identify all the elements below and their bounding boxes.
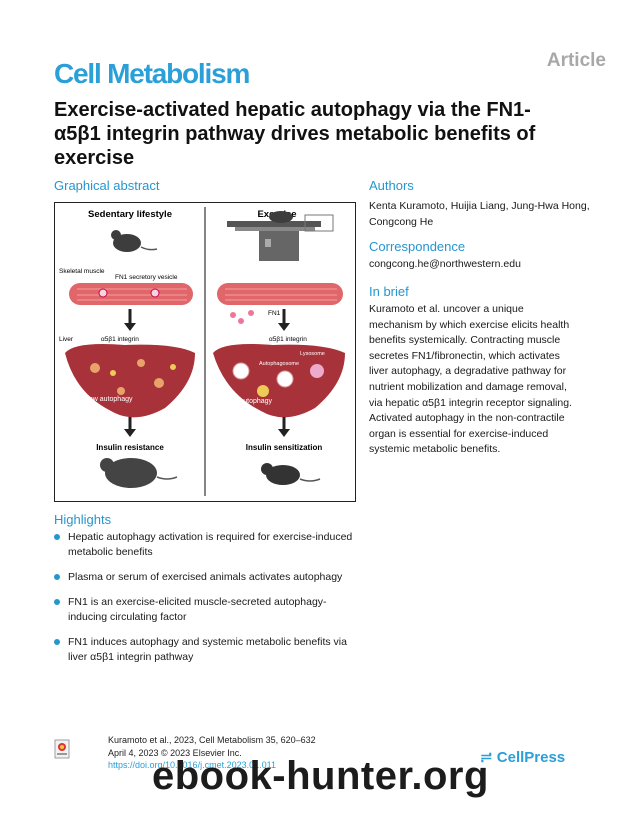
highlights-heading: Highlights (54, 512, 112, 527)
insulin-resistance-label: Insulin resistance (96, 443, 164, 452)
liver-left (65, 344, 195, 418)
authors-list: Kenta Kuramoto, Huijia Liang, Jung-Hwa H… (369, 200, 590, 228)
liver-label: Liver (59, 336, 74, 343)
bullet-icon (54, 534, 60, 540)
correspondence-email[interactable]: congcong.he@northwestern.edu (369, 258, 521, 270)
highlight-item: FN1 is an exercise-elicited muscle-secre… (54, 595, 364, 625)
doi-link[interactable]: https://doi.org/10.1016/j.cmet.2023.01.0… (108, 760, 276, 770)
journal-title: Cell Metabolism (54, 58, 250, 89)
autophagosome-label: Autophagosome (259, 361, 299, 367)
lean-mouse-icon (261, 463, 321, 485)
correspondence-heading: Correspondence (369, 239, 466, 254)
liver-right (213, 344, 345, 418)
bullet-icon (54, 639, 60, 645)
citation-block: Kuramoto et al., 2023, Cell Metabolism 3… (108, 734, 316, 772)
low-autophagy-label: Low autophagy (85, 396, 133, 403)
paper-title: Exercise-activated hepatic autophagy via… (54, 99, 536, 169)
cellpress-logo: ≓ CellPress (480, 749, 566, 766)
integrin-left-label: α5β1 integrin (101, 336, 139, 343)
skeletal-muscle-left (69, 283, 193, 305)
graphical-abstract: Sedentary lifestyle Exercise Skeletal mu… (54, 202, 356, 502)
sedentary-title: Sedentary lifestyle (88, 209, 172, 220)
integrin-right-label: α5β1 integrin (269, 336, 307, 343)
fn1-molecules-icon (230, 310, 254, 324)
highlight-item: Plasma or serum of exercised animals act… (54, 570, 364, 585)
citation-date: April 4, 2023 © 2023 Elsevier Inc. (108, 747, 242, 758)
highlights-list: Hepatic autophagy activation is required… (54, 530, 364, 675)
bullet-icon (54, 599, 60, 605)
skeletal-muscle-right (217, 283, 343, 305)
cellpress-mark-icon: ≓ (480, 749, 497, 766)
insulin-sensitization-label: Insulin sensitization (246, 443, 323, 452)
highlight-item: Hepatic autophagy activation is required… (54, 530, 364, 560)
graphical-abstract-heading: Graphical abstract (54, 178, 160, 193)
in-brief-text: Kuramoto et al. uncover a unique mechani… (369, 303, 572, 456)
lysosome-label: Lysosome (300, 351, 325, 357)
highlight-item: FN1 induces autophagy and systemic metab… (54, 635, 364, 665)
citation-line: Kuramoto et al., 2023, Cell Metabolism 3… (108, 735, 316, 745)
obese-mouse-icon (100, 458, 178, 488)
high-autophagy-label: High autophagy (223, 398, 273, 405)
article-type-label: Article (546, 50, 606, 71)
bullet-icon (54, 574, 60, 580)
authors-heading: Authors (369, 178, 414, 193)
graphical-abstract-figure: Sedentary lifestyle Exercise Skeletal mu… (59, 207, 345, 496)
treadmill-icon (227, 211, 334, 261)
skeletal-muscle-label: Skeletal muscle (59, 268, 105, 275)
check-for-updates-icon[interactable] (54, 739, 70, 759)
in-brief-heading: In brief (369, 284, 409, 299)
mouse-icon (111, 230, 158, 252)
fn1-vesicle-label: FN1 secretory vesicle (115, 274, 178, 281)
fn1-label: FN1 (268, 310, 281, 317)
watermark-text: ebook-hunter.org (152, 754, 489, 798)
